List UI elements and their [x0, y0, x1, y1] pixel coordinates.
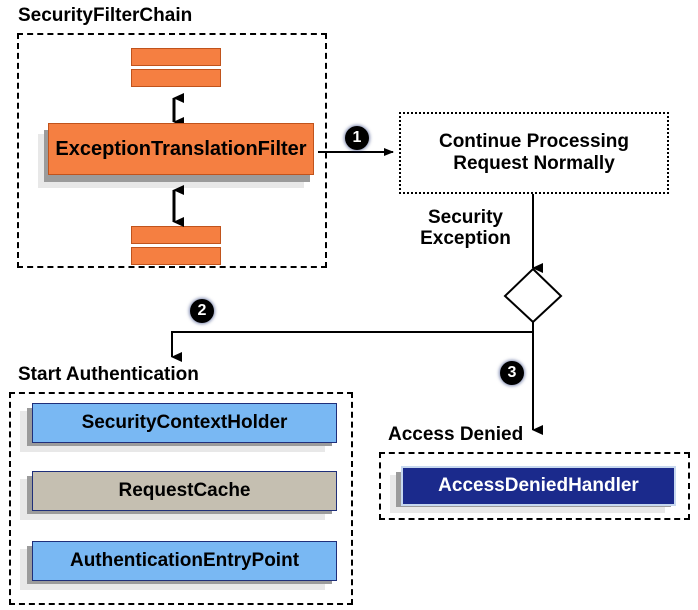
- badge-step-1: 1: [345, 126, 369, 150]
- group-label-access-denied: Access Denied: [388, 424, 524, 445]
- group-start-authentication: [9, 392, 353, 605]
- edge-label-security-exception: Security Exception: [420, 207, 511, 250]
- node-continue-processing[interactable]: Continue Processing Request Normally: [399, 112, 669, 194]
- filter-bar-below-2: [131, 247, 221, 265]
- edge-decision-to-start-auth: [171, 322, 534, 362]
- exception-decision-diamond: [503, 267, 563, 324]
- node-exception-translation-filter[interactable]: ExceptionTranslationFilter: [48, 123, 314, 175]
- group-label-start-authentication: Start Authentication: [18, 364, 199, 385]
- filter-bar-below-1: [131, 226, 221, 244]
- group-label-security-filter-chain: SecurityFilterChain: [18, 5, 193, 26]
- node-authentication-entry-point[interactable]: AuthenticationEntryPoint: [32, 541, 337, 581]
- group-security-filter-chain: [17, 33, 327, 268]
- node-security-context-holder[interactable]: SecurityContextHolder: [32, 403, 337, 443]
- badge-step-3: 3: [500, 361, 524, 385]
- node-request-cache[interactable]: RequestCache: [32, 471, 337, 511]
- filter-bar-above-1: [131, 48, 221, 66]
- filter-bar-above-2: [131, 69, 221, 87]
- group-access-denied: [379, 452, 690, 520]
- node-access-denied-handler[interactable]: AccessDeniedHandler: [401, 466, 676, 506]
- badge-step-2: 2: [190, 299, 214, 323]
